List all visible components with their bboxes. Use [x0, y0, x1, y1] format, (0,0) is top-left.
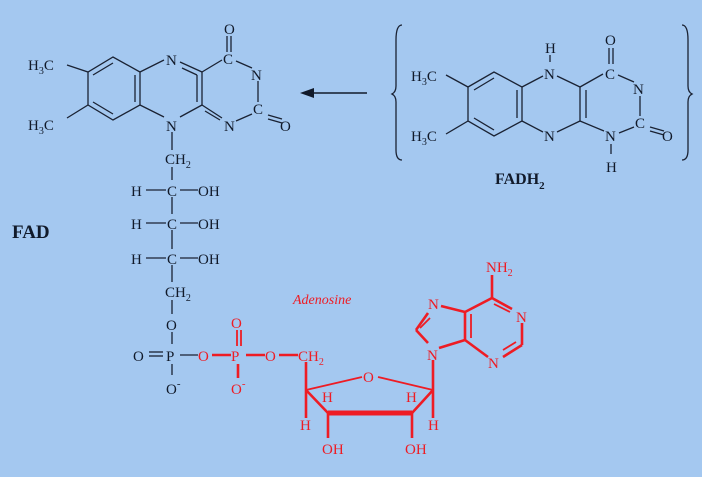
fad-isoalloxazine-ring: [66, 36, 283, 150]
svg-text:H: H: [300, 418, 311, 434]
svg-text:O: O: [265, 349, 276, 365]
ribitol-chain: [146, 167, 198, 375]
svg-text:CH2: CH2: [165, 285, 191, 304]
fadh2-brackets: [390, 24, 694, 161]
svg-text:O-: O-: [231, 378, 246, 398]
svg-text:H3C: H3C: [411, 69, 437, 88]
svg-text:OH: OH: [198, 252, 220, 268]
svg-text:N: N: [488, 356, 499, 372]
svg-text:CH2: CH2: [165, 152, 191, 171]
svg-text:H: H: [406, 390, 417, 406]
svg-text:OH: OH: [198, 184, 220, 200]
svg-text:N: N: [633, 82, 644, 98]
svg-text:N: N: [166, 53, 177, 69]
svg-text:N: N: [544, 67, 555, 83]
svg-text:C: C: [167, 184, 177, 200]
svg-text:N: N: [224, 119, 235, 135]
adenosine-label: Adenosine: [292, 293, 351, 308]
svg-text:O: O: [280, 119, 291, 135]
svg-text:O: O: [166, 318, 177, 334]
svg-text:H3C: H3C: [28, 118, 54, 137]
svg-text:CH2: CH2: [298, 349, 324, 368]
svg-text:H: H: [606, 160, 617, 176]
svg-text:H: H: [131, 184, 142, 200]
svg-text:O-: O-: [166, 378, 181, 398]
svg-text:NH2: NH2: [486, 260, 513, 279]
svg-text:H: H: [545, 41, 556, 57]
svg-text:C: C: [605, 67, 615, 83]
svg-text:O: O: [133, 349, 144, 365]
svg-text:N: N: [516, 310, 527, 326]
svg-text:O: O: [231, 316, 242, 332]
svg-text:P: P: [231, 349, 239, 365]
svg-text:C: C: [635, 116, 645, 132]
svg-text:C: C: [223, 52, 233, 68]
svg-text:N: N: [251, 68, 262, 84]
svg-text:O: O: [363, 370, 374, 386]
svg-text:N: N: [427, 348, 438, 364]
svg-text:OH: OH: [322, 442, 344, 458]
fad-ring-labels: H3C H3C N N O C N C N O: [28, 22, 291, 137]
svg-text:H: H: [428, 418, 439, 434]
svg-text:O: O: [224, 22, 235, 38]
fadh2-ring: [445, 48, 665, 154]
svg-text:OH: OH: [198, 217, 220, 233]
svg-text:OH: OH: [405, 442, 427, 458]
svg-text:C: C: [167, 217, 177, 233]
svg-text:C: C: [167, 252, 177, 268]
svg-text:H: H: [131, 252, 142, 268]
svg-text:H: H: [322, 390, 333, 406]
arrow-left-icon: [300, 88, 367, 98]
svg-text:N: N: [544, 129, 555, 145]
fadh2-label: FADH2: [495, 171, 545, 192]
svg-text:O: O: [198, 349, 209, 365]
ribitol-labels: CH2 H C OH H C OH H C OH CH2 O O P O-: [131, 152, 220, 398]
svg-text:H3C: H3C: [28, 58, 54, 77]
svg-text:P: P: [166, 349, 174, 365]
svg-text:H: H: [131, 217, 142, 233]
svg-text:N: N: [428, 297, 439, 313]
svg-text:H3C: H3C: [411, 129, 437, 148]
svg-text:O: O: [605, 33, 616, 49]
svg-text:N: N: [605, 129, 616, 145]
fadh2-labels: H O H3C H3C N C N C O N N H: [411, 33, 673, 176]
svg-text:C: C: [253, 102, 263, 118]
adenosine-labels: Adenosine O O P O- O CH2 O H H H H OH OH…: [198, 260, 527, 458]
svg-text:O: O: [662, 129, 673, 145]
adenosine-bonds: [212, 275, 524, 438]
svg-text:N: N: [166, 119, 177, 135]
fad-label: FAD: [12, 222, 50, 243]
